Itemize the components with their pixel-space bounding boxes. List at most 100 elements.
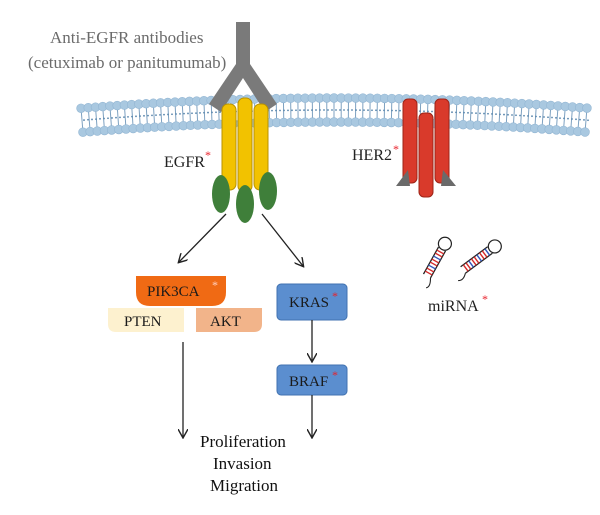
membrane-center-dot	[127, 115, 129, 118]
membrane-center-dot	[271, 109, 273, 112]
membrane-center-dot	[307, 109, 309, 112]
mirna-base-pair	[426, 267, 435, 273]
mirna-base-pair	[476, 254, 483, 262]
membrane-center-dot	[551, 116, 553, 119]
lipid-tail	[196, 103, 199, 124]
membrane-center-dot	[199, 112, 201, 114]
membrane-center-dot	[419, 110, 421, 113]
membrane-center-dot	[335, 109, 337, 111]
membrane-center-dot	[359, 109, 361, 111]
membrane-center-dot	[311, 109, 313, 111]
membrane-center-dot	[163, 113, 165, 116]
membrane-center-dot	[527, 115, 529, 117]
lipid-tail	[145, 105, 148, 126]
membrane-center-dot	[119, 116, 121, 119]
membrane-center-dot	[187, 112, 189, 115]
membrane-center-dot	[315, 109, 317, 111]
akt-node	[196, 308, 262, 332]
membrane-center-dot	[555, 116, 557, 119]
membrane-center-dot	[515, 114, 517, 117]
lipid-tail	[109, 108, 113, 129]
membrane-center-dot	[139, 115, 141, 117]
arrow-egfr-to-kras	[261, 213, 303, 266]
membrane-center-dot	[95, 118, 97, 121]
membrane-center-dot	[107, 117, 109, 120]
membrane-center-dot	[131, 115, 133, 118]
membrane-center-dot	[503, 113, 505, 116]
membrane-center-dot	[319, 109, 321, 111]
membrane-center-dot	[183, 112, 185, 115]
lipid-head	[582, 103, 592, 113]
membrane-center-dot	[323, 109, 325, 111]
membrane-center-dot	[467, 111, 469, 114]
mirna-base-pair	[434, 252, 443, 258]
membrane-center-dot	[367, 109, 369, 112]
membrane-center-dot	[379, 109, 381, 112]
membrane-center-dot	[499, 113, 501, 116]
membrane-center-dot	[487, 112, 489, 115]
pten-label: PTEN	[124, 314, 162, 330]
mirna-loop	[437, 236, 453, 251]
antibody-shape	[209, 22, 277, 112]
membrane-center-dot	[579, 118, 581, 121]
membrane-center-dot	[519, 114, 521, 117]
membrane-center-dot	[451, 111, 453, 114]
membrane-center-dot	[295, 109, 297, 112]
mirna-base-pair	[436, 249, 445, 255]
membrane-center-dot	[455, 111, 457, 114]
membrane-center-dot	[375, 109, 377, 112]
egfr-domain	[212, 175, 230, 213]
membrane-center-dot	[207, 111, 209, 114]
mirna-base-pair	[468, 260, 475, 268]
lipid-tail	[80, 110, 84, 131]
membrane-center-dot	[479, 112, 481, 115]
membrane-center-dot	[203, 111, 205, 114]
membrane-center-dot	[459, 111, 461, 114]
mirna-base-pair	[470, 258, 477, 266]
membrane-center-dot	[191, 112, 193, 115]
kras-star: *	[332, 289, 338, 303]
her2-foot	[441, 170, 456, 186]
membrane-center-dot	[115, 116, 117, 119]
membrane-center-dot	[423, 110, 425, 113]
mirna-base-pair	[431, 258, 440, 264]
lipid-tail	[87, 109, 91, 130]
mirna-strand	[429, 250, 447, 279]
membrane-center-dot	[475, 112, 477, 115]
membrane-center-dot	[159, 114, 161, 116]
her2-rod	[418, 112, 434, 198]
lipid-tail	[541, 106, 544, 127]
membrane-center-dot	[279, 109, 281, 112]
mirna-hairpin	[422, 236, 453, 289]
lipid-tail	[116, 107, 120, 128]
lipid-tail	[577, 109, 581, 130]
membrane-center-dot	[211, 111, 213, 114]
membrane-center-dot	[327, 109, 329, 111]
membrane-center-dot	[507, 113, 509, 116]
membrane-center-dot	[427, 110, 429, 113]
mirna-base-pair	[481, 250, 488, 258]
membrane-center-dot	[111, 117, 113, 119]
lipid-tail	[469, 102, 472, 123]
her2-rod	[402, 98, 418, 184]
membrane-center-dot	[155, 114, 157, 117]
her2-star: *	[393, 142, 399, 156]
membrane-center-dot	[471, 112, 473, 114]
lipid-tail	[181, 103, 184, 124]
mirna-base-pair	[462, 264, 469, 272]
membrane-center-dot	[583, 119, 585, 121]
antibody-label-line1: Anti-EGFR antibodies	[50, 28, 203, 47]
mirna-base-pair	[424, 270, 433, 276]
kras-label: KRAS	[289, 295, 329, 311]
membrane-center-dot	[347, 109, 349, 111]
membrane-center-dot	[283, 109, 285, 112]
membrane-center-dot	[491, 113, 493, 115]
membrane-center-dot	[87, 118, 89, 121]
mirna-base-pair	[433, 255, 441, 261]
membrane-center-dot	[567, 117, 569, 120]
mirna-icon	[422, 236, 502, 289]
mirna-loop	[487, 239, 502, 254]
membrane-center-dot	[511, 114, 513, 116]
her2-receptor-icon	[396, 98, 456, 198]
her2-label: HER2	[352, 147, 392, 164]
